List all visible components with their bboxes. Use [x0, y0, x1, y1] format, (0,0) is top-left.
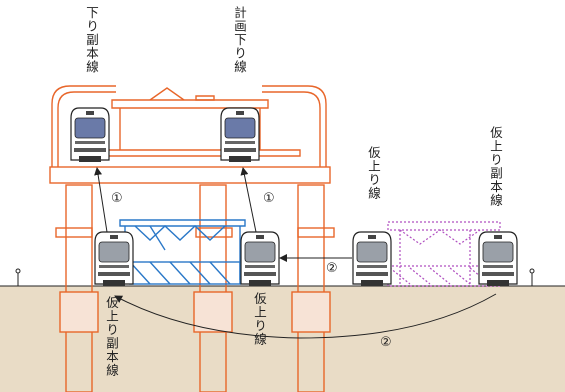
label-temp-up-line-bottom: 仮上り線 — [252, 292, 267, 346]
upper-frame-left — [51, 85, 116, 167]
arrow-step2-bottom — [114, 293, 497, 339]
upper-frame-right — [262, 85, 327, 167]
beam-left — [55, 227, 93, 238]
step-1-left: ① — [111, 191, 123, 206]
label-planned-down-line: 計画下り線 — [232, 6, 247, 74]
label-temp-up-sub-main-line-right: 仮上り副本線 — [488, 126, 503, 207]
upper-frame-left-inner — [57, 91, 116, 167]
step-2-bottom: ② — [380, 335, 392, 350]
train-temp-up-sub-main-right — [478, 231, 518, 286]
step-1-right: ① — [263, 191, 275, 206]
pier-left — [65, 184, 93, 392]
upper-frame-right-inner — [262, 91, 321, 167]
footing-right — [291, 291, 331, 333]
arrow-step1-left — [94, 167, 108, 233]
trains-layer — [70, 107, 518, 286]
pier-center — [199, 184, 227, 392]
movement-arrows — [94, 167, 497, 339]
viaduct-structure — [49, 85, 335, 392]
arrow-step1-right — [240, 167, 257, 233]
beam-right — [297, 227, 335, 238]
footing-center — [193, 291, 233, 333]
step-2-mid: ② — [326, 261, 338, 276]
label-temp-up-line: 仮上り線 — [366, 146, 381, 200]
pier-right — [297, 184, 325, 392]
roof-cap — [195, 95, 215, 101]
train-temp-up-sub-main-left — [94, 231, 134, 286]
roof — [111, 99, 269, 109]
train-temp-up-line-left — [240, 231, 280, 286]
train-planned-down-line — [220, 107, 260, 162]
footing-left — [59, 291, 99, 333]
train-temp-up-line-right — [352, 231, 392, 286]
label-down-sub-main-line: 下り副本線 — [84, 6, 99, 74]
platform — [99, 149, 301, 157]
label-temp-up-sub-main-line-bottom: 仮上り副本線 — [104, 296, 119, 377]
train-down-sub-main-line — [70, 107, 110, 162]
roof-peak — [149, 87, 185, 101]
deck — [49, 166, 331, 184]
